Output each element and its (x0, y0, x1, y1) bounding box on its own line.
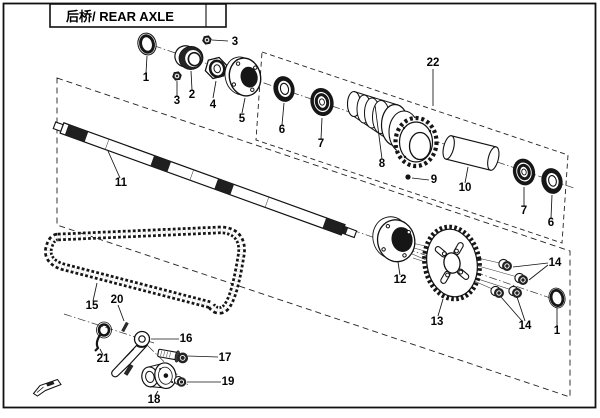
hub-carrier-dashed-box-22 (255, 51, 569, 244)
callout-9: 9 (431, 174, 437, 186)
callout-7-right: 7 (521, 205, 527, 217)
part-6-oil-seal-left (273, 76, 295, 102)
part-14-bolt-3 (490, 285, 504, 298)
callout-12: 12 (394, 274, 407, 286)
part-5-wheel-hub (224, 56, 262, 97)
callout-3-upper: 3 (232, 36, 238, 48)
callout-labels: 1 3 2 3 4 5 22 6 7 8 9 10 7 6 11 12 13 1… (86, 36, 562, 406)
leader-lines (92, 39, 558, 397)
part-19-nut (174, 376, 187, 387)
callout-4: 4 (210, 99, 217, 111)
part-18-roller (141, 362, 177, 390)
callout-22: 22 (427, 57, 440, 69)
part-2-collar (174, 45, 204, 70)
callout-8: 8 (379, 158, 386, 170)
part-21-clip (94, 321, 112, 352)
part-14-bolt-2 (514, 272, 528, 285)
callout-14-upper: 14 (549, 257, 562, 269)
page-title: 后桥/ REAR AXLE (66, 9, 174, 24)
part-14-bolt-1 (498, 258, 512, 271)
callout-21: 21 (97, 353, 110, 365)
part-7-bearing-right (512, 158, 536, 186)
callout-3-lower: 3 (174, 95, 180, 107)
part-1-snap-ring-left (137, 32, 157, 56)
part-4-nut (204, 56, 228, 80)
part-10-spacer (442, 135, 500, 171)
part-14-bolt-4 (508, 285, 522, 298)
part-1-snap-ring-right (548, 287, 566, 309)
callout-6-right: 6 (548, 217, 554, 229)
part-6-oil-seal-right (541, 168, 563, 194)
callout-17: 17 (219, 352, 232, 364)
part-7-bearing-left (310, 87, 334, 117)
callout-11: 11 (115, 177, 128, 189)
part-17-bolt (157, 348, 189, 364)
part-9-fitting (405, 174, 411, 180)
assembly-boundaries (56, 51, 571, 398)
callout-18: 18 (148, 394, 161, 406)
part-13-sprocket (422, 224, 482, 302)
part-8-hub-carrier (346, 90, 439, 169)
part-3-nut-upper (202, 35, 212, 45)
part-3-nut-lower (172, 71, 182, 81)
callout-1-left: 1 (143, 72, 150, 84)
callout-13: 13 (431, 316, 444, 328)
callout-16: 16 (180, 333, 193, 345)
direction-stamp-icon (32, 378, 62, 397)
main-assembly-dashed-box (56, 77, 571, 398)
callout-14-lower: 14 (519, 320, 532, 332)
callout-7-left: 7 (318, 138, 324, 150)
part-20-pin (121, 321, 129, 333)
page-border (2, 2, 597, 409)
part-11-axle-shaft (52, 121, 358, 239)
part-16-tensioner-bracket (111, 330, 151, 378)
part-12-sprocket-hub (372, 216, 416, 263)
callout-20: 20 (111, 294, 124, 306)
callout-1-right: 1 (554, 325, 561, 337)
callout-6-left: 6 (279, 124, 285, 136)
callout-5: 5 (239, 113, 246, 125)
title-block: 后桥/ REAR AXLE (49, 3, 227, 28)
part-15-chain (44, 225, 246, 315)
callout-10: 10 (459, 182, 472, 194)
callout-2: 2 (189, 89, 195, 101)
callout-19: 19 (222, 376, 235, 388)
callout-15: 15 (86, 300, 99, 312)
